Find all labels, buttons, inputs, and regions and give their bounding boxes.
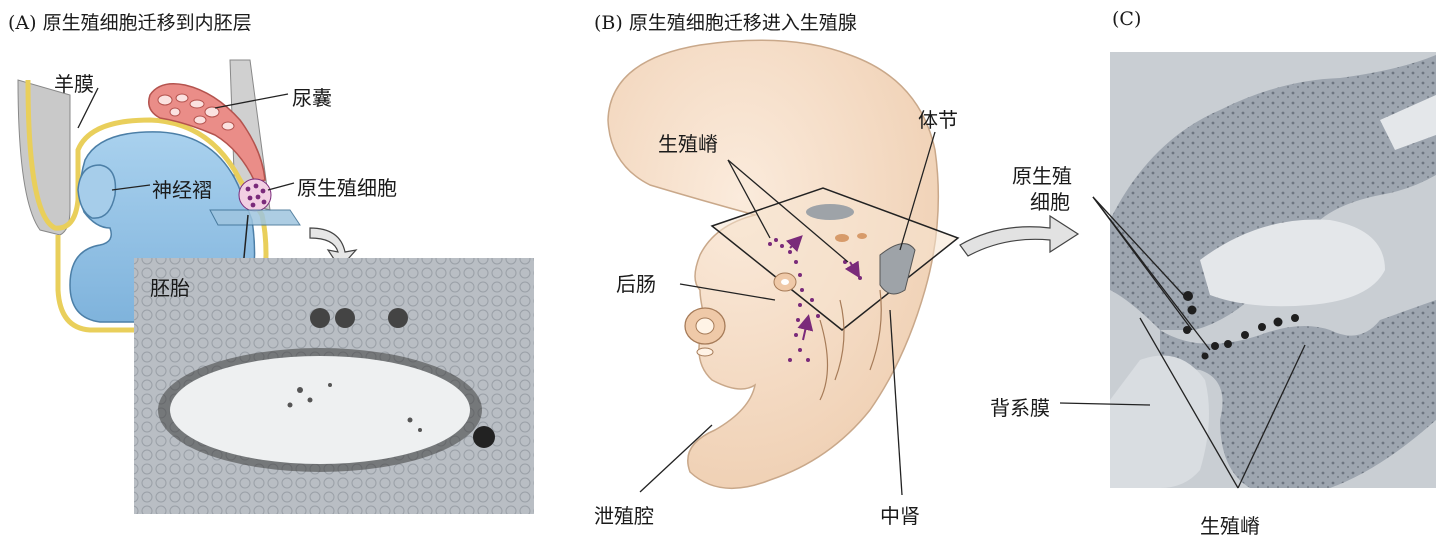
label-cloaca: 泄殖腔	[594, 504, 654, 528]
panel-b-title: (B) 原生殖细胞迁移进入生殖腺	[594, 12, 857, 34]
label-neural-fold: 神经褶	[152, 178, 212, 202]
micrograph-c	[1110, 52, 1436, 488]
label-hindgut: 后肠	[616, 272, 656, 296]
pgc-dots-a	[245, 183, 267, 208]
section-plane-a	[209, 209, 301, 226]
label-allantois: 尿囊	[292, 86, 332, 110]
label-primordial-germ-cells-a: 原生殖细胞	[297, 176, 397, 200]
neural-fold-shape	[77, 164, 117, 219]
pgc-dots-b	[768, 238, 862, 362]
arrow-to-histology	[959, 214, 1080, 257]
label-genital-ridge-c: 生殖嵴	[1200, 514, 1260, 538]
pgc-dark-cells	[1183, 291, 1299, 360]
panel-c-title: (C)	[1112, 8, 1142, 30]
panel-a-title: (A) 原生殖细胞迁移到内胚层	[8, 12, 252, 34]
label-pgc-c-line2: 细胞	[1030, 190, 1070, 214]
micrograph-a	[134, 258, 534, 514]
label-somite: 体节	[918, 108, 958, 132]
panel-a-leaders	[77, 87, 295, 191]
section-plane-b	[710, 187, 960, 331]
label-amnion: 羊膜	[54, 72, 94, 96]
panel-c-leaders	[1059, 196, 1306, 489]
label-embryo: 胚胎	[150, 276, 190, 300]
label-dorsal-mesentery: 背系膜	[990, 396, 1050, 420]
label-mesonephros: 中肾	[880, 504, 920, 528]
label-pgc-c-line1: 原生殖	[1012, 164, 1072, 188]
label-genital-ridge-b: 生殖嵴	[658, 132, 718, 156]
panel-b-leaders	[639, 131, 936, 496]
panel-b-diagram	[607, 39, 1080, 490]
